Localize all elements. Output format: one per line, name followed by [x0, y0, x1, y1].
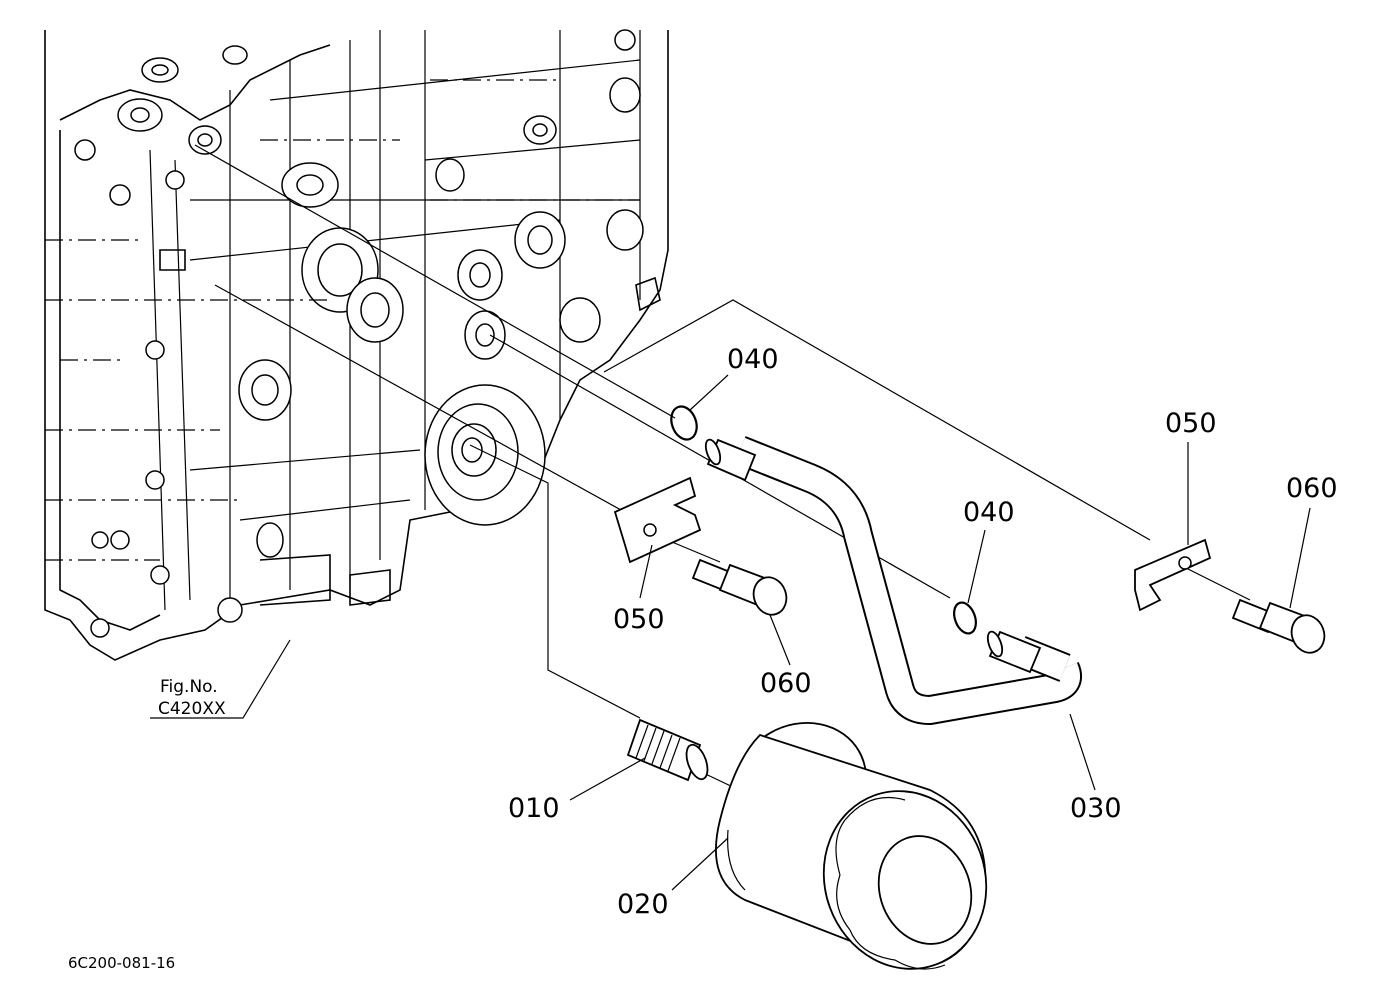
callout-060-right: 060	[1286, 473, 1338, 504]
callout-060-left: 060	[760, 668, 812, 699]
threaded-nipple-010	[626, 718, 709, 782]
drawing-code: 6C200-081-16	[68, 954, 175, 972]
clip-plate-050-left	[613, 476, 702, 564]
o-ring-040-lower	[953, 601, 977, 635]
oil-filter-020	[715, 722, 988, 970]
callout-040-upper: 040	[727, 344, 779, 375]
leader-lines	[150, 374, 1311, 891]
callout-050-left: 050	[613, 604, 665, 635]
callout-050-right: 050	[1165, 408, 1217, 439]
transmission-housing	[44, 29, 669, 661]
oil-pipe-030	[704, 436, 1082, 726]
callout-030: 030	[1070, 793, 1122, 824]
clip-plate-050-right	[1134, 538, 1212, 612]
fig-ref-label: Fig.No.	[160, 677, 218, 697]
callout-020: 020	[617, 889, 669, 920]
callout-040-lower: 040	[963, 497, 1015, 528]
bolt-060-right	[1231, 598, 1326, 654]
fig-ref-number: C420XX	[158, 699, 226, 719]
callout-010: 010	[508, 793, 560, 824]
bolt-060-left	[691, 558, 788, 616]
o-ring-040-upper	[670, 405, 698, 441]
